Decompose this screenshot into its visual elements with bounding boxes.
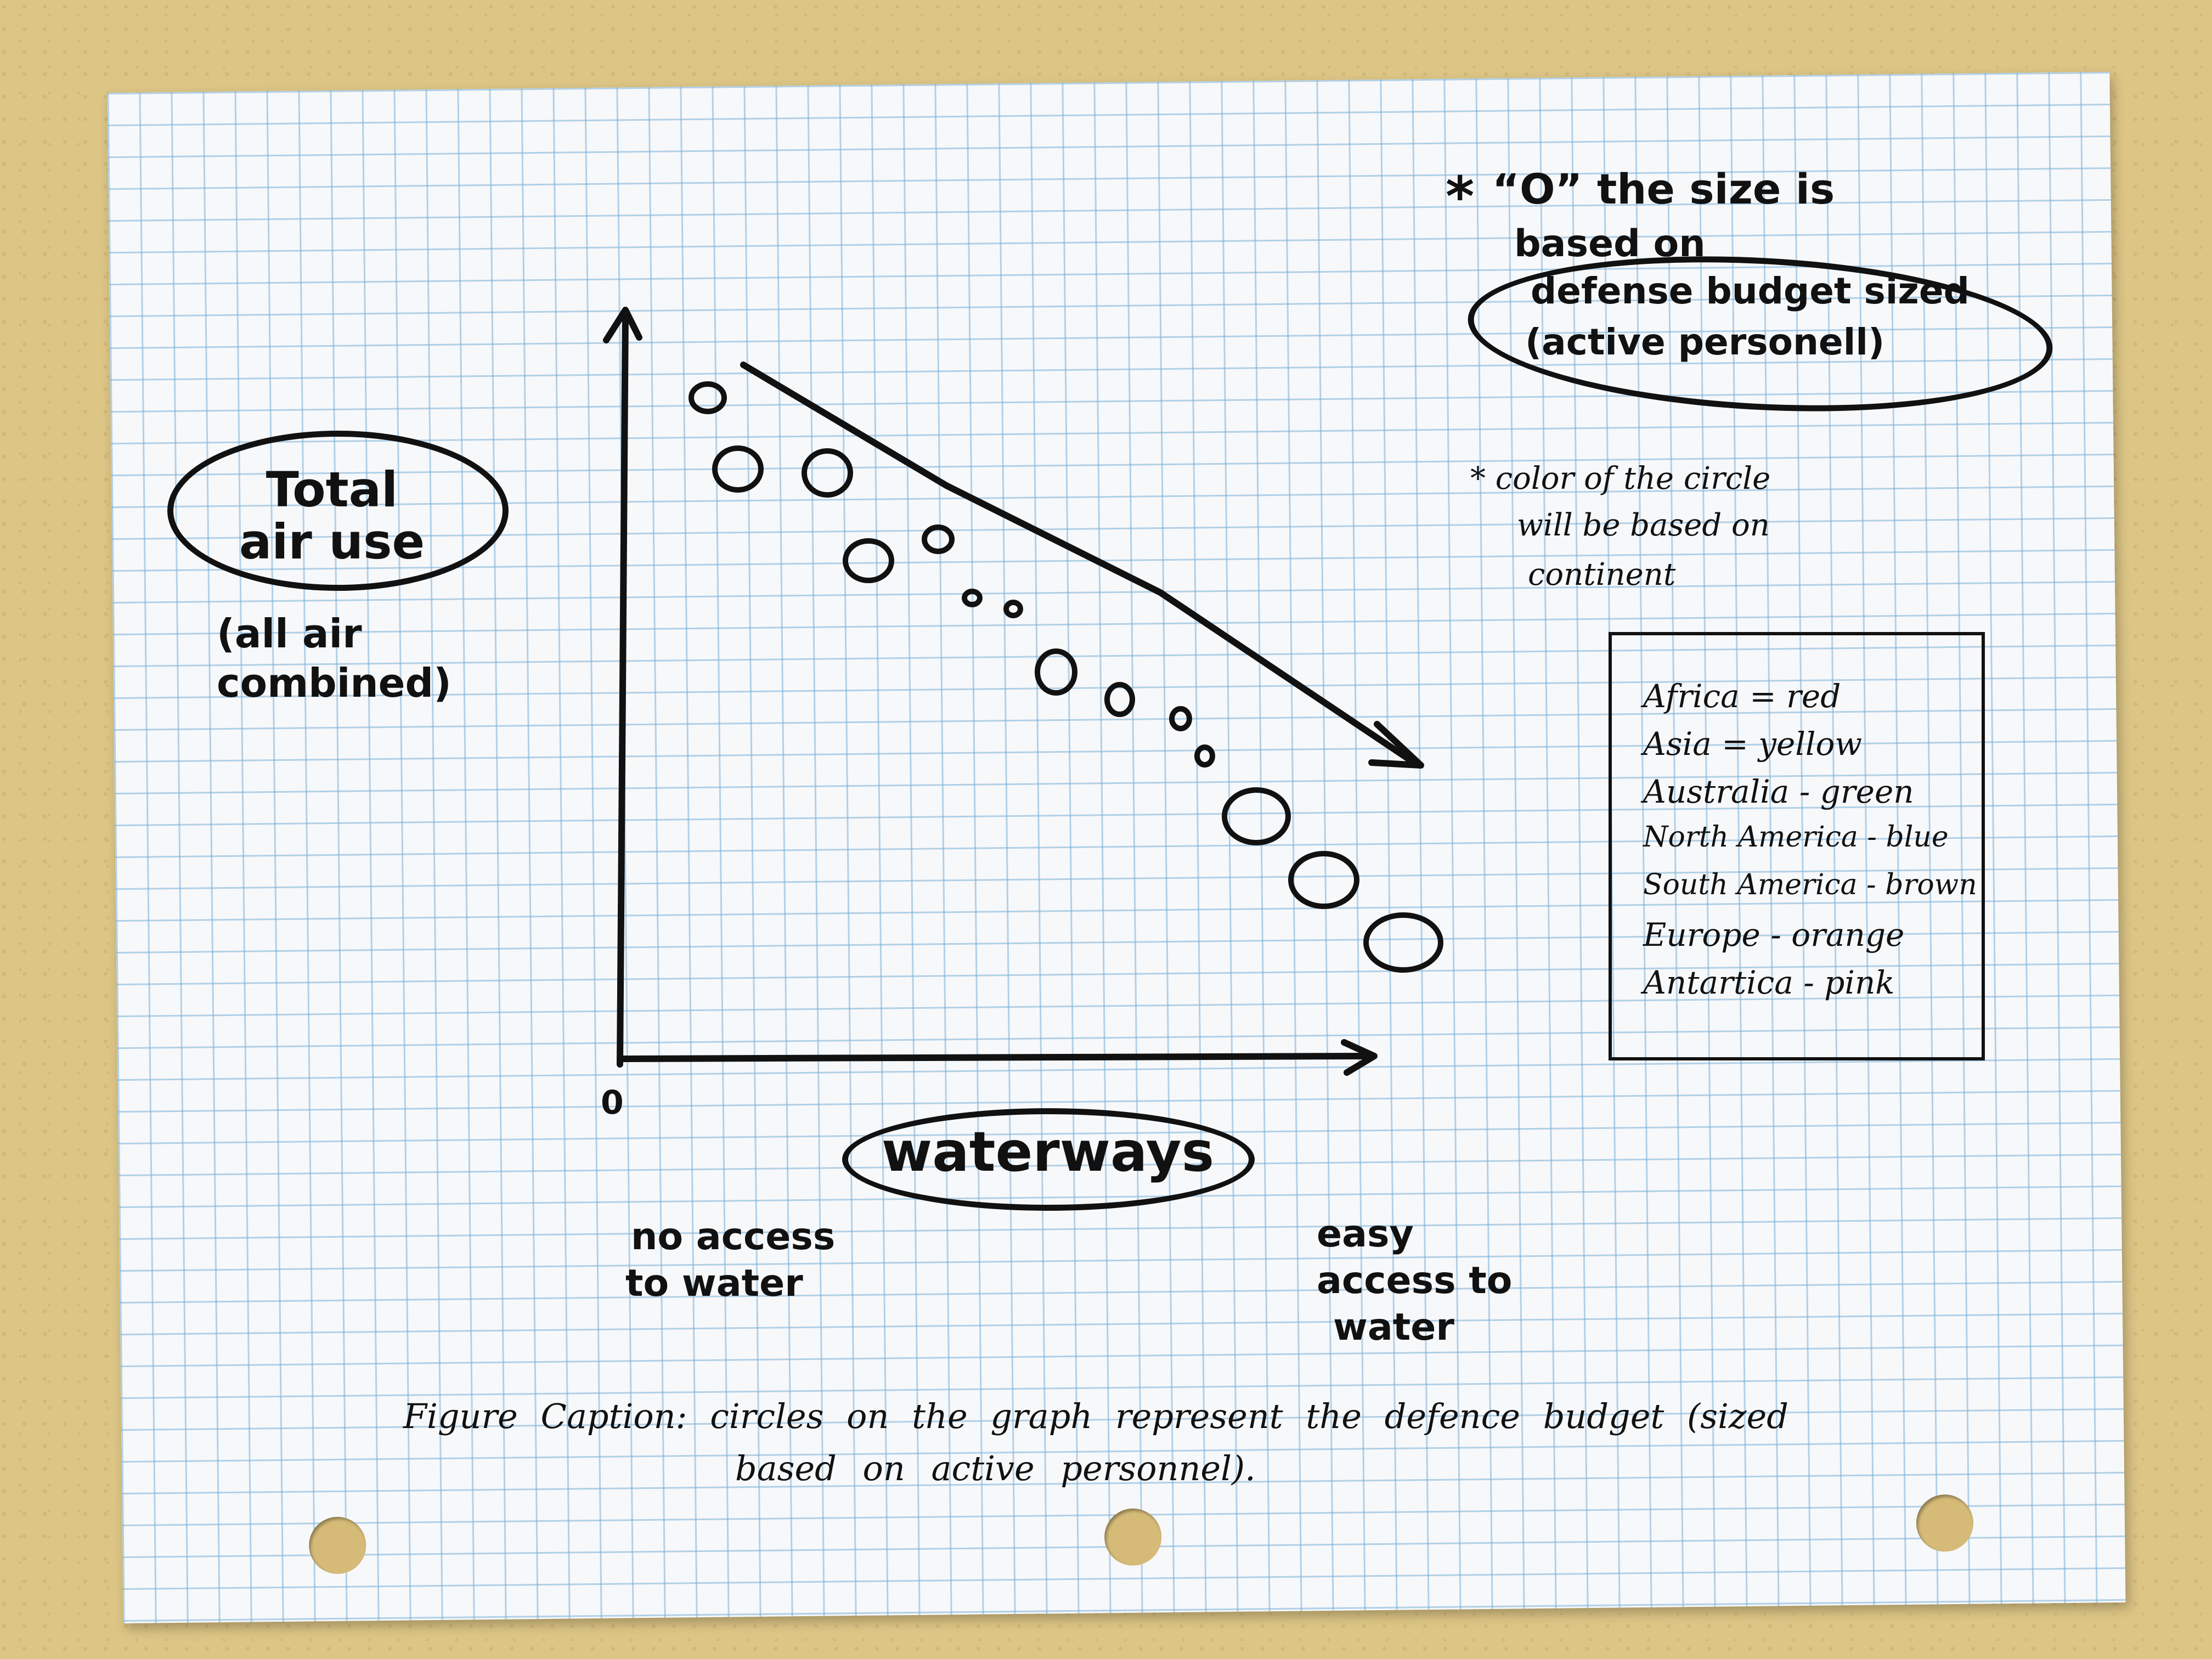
x-axis-title-ellipse	[842, 1108, 1255, 1211]
data-circle	[1035, 648, 1077, 696]
legend-item-north-america: North America - blue	[1643, 821, 1949, 854]
legend-item-africa: Africa = red	[1643, 678, 1841, 715]
figure-caption-line-2: based on active personnel).	[735, 1448, 1256, 1488]
data-circle	[922, 524, 955, 554]
size-note-circled-line-2: (active personell)	[1525, 321, 1885, 363]
data-circle	[1288, 851, 1359, 909]
data-circle	[712, 445, 764, 493]
data-circle	[689, 381, 727, 414]
y-axis-note: (all air combined)	[217, 611, 452, 706]
data-circle	[1222, 787, 1291, 845]
x-axis-line	[617, 1053, 1372, 1062]
trend-arrow-line	[740, 362, 1413, 763]
color-note-line-3: continent	[1528, 557, 1676, 592]
data-circle	[1169, 706, 1192, 731]
legend-list: Africa = red Asia = yellow Australia - g…	[1643, 678, 1977, 1012]
data-circle	[1104, 682, 1135, 717]
figure-caption-line-1: Figure Caption: circles on the graph rep…	[403, 1396, 1788, 1436]
size-note-line-2: based on	[1514, 222, 1706, 266]
data-circle	[1003, 600, 1023, 618]
y-axis-title: Total air use	[239, 461, 425, 570]
data-circle	[1363, 912, 1443, 973]
legend-item-south-america: South America - brown	[1643, 868, 1977, 901]
legend-item-antartica: Antartica - pink	[1643, 964, 1895, 1001]
x-axis-right-note-line-1: easy	[1317, 1212, 1414, 1256]
color-note-line-1: * color of the circle	[1470, 461, 1771, 496]
legend-item-australia: Australia - green	[1643, 773, 1914, 810]
origin-label: 0	[601, 1084, 624, 1122]
size-note-circled-line-1: defense budget sized	[1531, 270, 1970, 312]
y-axis-line	[617, 309, 629, 1068]
legend-item-asia: Asia = yellow	[1643, 725, 1863, 763]
x-axis-left-note-line-2: to water	[625, 1262, 803, 1305]
size-note-asterisk: *	[1446, 165, 1475, 229]
trend-arrowhead	[1368, 721, 1424, 769]
x-axis-title: waterways	[881, 1120, 1215, 1184]
data-circle	[962, 589, 983, 607]
data-circle	[843, 538, 894, 583]
legend-item-europe: Europe - orange	[1643, 916, 1905, 953]
x-axis-arrowhead	[1341, 1039, 1378, 1076]
y-axis-arrowhead	[603, 307, 642, 343]
x-axis-left-note-line-1: no access	[631, 1215, 836, 1259]
data-circle	[1194, 744, 1215, 768]
x-axis-right-note-line-2: access to	[1317, 1259, 1513, 1302]
data-circle	[802, 448, 853, 498]
x-axis-right-note-line-3: water	[1333, 1306, 1454, 1349]
y-axis-title-ellipse	[167, 431, 509, 591]
color-note-line-2: will be based on	[1517, 507, 1770, 543]
size-note-line-1: “O” the size is	[1492, 165, 1835, 213]
legend-box	[1609, 632, 1985, 1060]
